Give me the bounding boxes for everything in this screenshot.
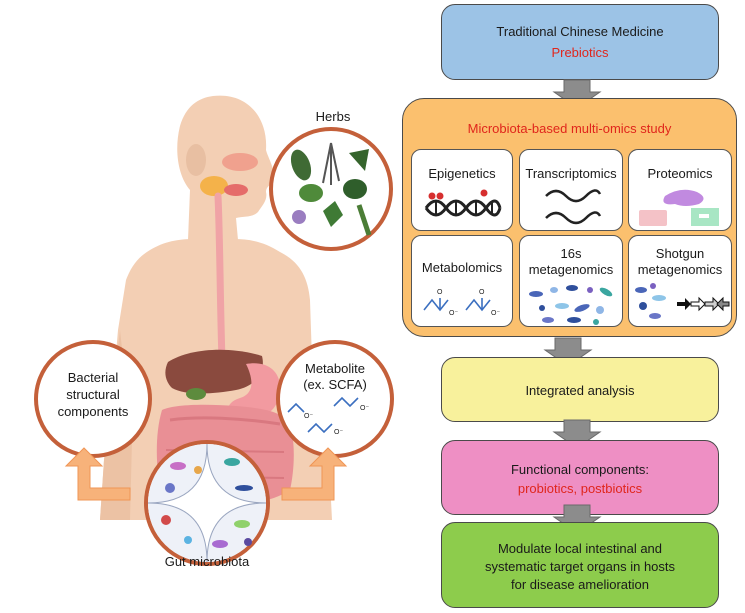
- tile-16s-line2: metagenomics: [528, 262, 614, 277]
- modulate-line2: systematic target organs in hosts: [484, 559, 676, 574]
- modulate-line3: for disease amelioration: [510, 577, 650, 592]
- functional-title: Functional components:: [510, 462, 650, 477]
- metabolomics-atom-a: O: [437, 289, 443, 296]
- stomach: [228, 363, 281, 420]
- tile-transcriptomics-label: Transcriptomics: [525, 166, 617, 181]
- bacterial-line3: components: [57, 404, 129, 419]
- herbs-circle: [269, 127, 393, 251]
- multiomics-title: Microbiota-based multi-omics study: [467, 121, 672, 136]
- tile-proteomics-label: Proteomics: [647, 166, 713, 181]
- metabolite-molecule-icon: [423, 298, 491, 312]
- metabolite-circle: Metabolite (ex. SCFA) O⁻ O⁻ O⁻: [276, 340, 394, 458]
- tile-epigenetics-label: Epigenetics: [428, 166, 496, 181]
- gut-microbiota-label: Gut microbiota: [164, 554, 250, 569]
- bacterial-line1: Bacterial: [67, 370, 119, 385]
- esophagus: [214, 192, 226, 364]
- functional-subtitle: probiotics, postbiotics: [517, 481, 643, 496]
- modulate-box: Modulate local intestinal and systematic…: [441, 522, 719, 608]
- dna-methylation-icon: [424, 189, 502, 217]
- nasal-cavity: [222, 153, 258, 171]
- protein-icon: [639, 189, 719, 226]
- metabolomics-ion-a: O⁻: [449, 310, 459, 317]
- bacteria-mix-icon: [529, 285, 613, 325]
- tile-transcriptomics: Transcriptomics: [519, 149, 623, 231]
- integrated-title: Integrated analysis: [525, 383, 635, 398]
- tile-16s-metagenomics: 16s metagenomics: [519, 235, 623, 327]
- tile-16s-line1: 16s: [560, 246, 582, 261]
- multiomics-box: Microbiota-based multi-omics study Epige…: [402, 98, 737, 337]
- herbs-label: Herbs: [315, 109, 351, 124]
- tile-metabolomics: Metabolomics O O⁻ O O⁻: [411, 235, 513, 327]
- tile-shotgun-line1: Shotgun: [655, 246, 705, 261]
- metabolite-ion-2: O⁻: [360, 405, 370, 412]
- salivary-gland: [200, 176, 228, 196]
- gut-microbiota-circle: [144, 440, 270, 566]
- tile-shotgun-line2: metagenomics: [637, 262, 723, 277]
- tcm-title: Traditional Chinese Medicine: [496, 24, 664, 39]
- tile-shotgun-metagenomics: Shotgun metagenomics: [628, 235, 732, 327]
- orange-arrow-right: [281, 447, 348, 501]
- modulate-line1: Modulate local intestinal and: [497, 541, 663, 556]
- metabolite-ion-3: O⁻: [334, 429, 344, 436]
- integrated-box: Integrated analysis: [441, 357, 719, 422]
- scfa-molecule-icon: [287, 396, 359, 434]
- shotgun-genes-icon: [635, 283, 730, 319]
- liver: [165, 349, 263, 394]
- tcm-subtitle: Prebiotics: [551, 45, 609, 60]
- metabolomics-ion-b: O⁻: [491, 310, 501, 317]
- orange-arrow-left: [64, 447, 131, 501]
- functional-box: Functional components: probiotics, postb…: [441, 440, 719, 515]
- tile-proteomics: Proteomics: [628, 149, 732, 231]
- rna-icon: [545, 189, 602, 225]
- metabolomics-atom-b: O: [479, 289, 485, 296]
- bacterial-components-circle: Bacterial structural components: [34, 340, 152, 458]
- head: [177, 95, 275, 240]
- herbs-icon: [290, 142, 372, 236]
- microbiota-icon: [147, 443, 267, 563]
- tile-metabolomics-label: Metabolomics: [421, 260, 503, 275]
- metabolite-line1: Metabolite: [305, 361, 365, 376]
- tile-epigenetics: Epigenetics: [411, 149, 513, 231]
- bacterial-line2: structural: [66, 387, 120, 402]
- metabolite-line2: (ex. SCFA): [303, 377, 367, 392]
- tcm-box: Traditional Chinese Medicine Prebiotics: [441, 4, 719, 80]
- metabolite-ion-1: O⁻: [304, 413, 314, 420]
